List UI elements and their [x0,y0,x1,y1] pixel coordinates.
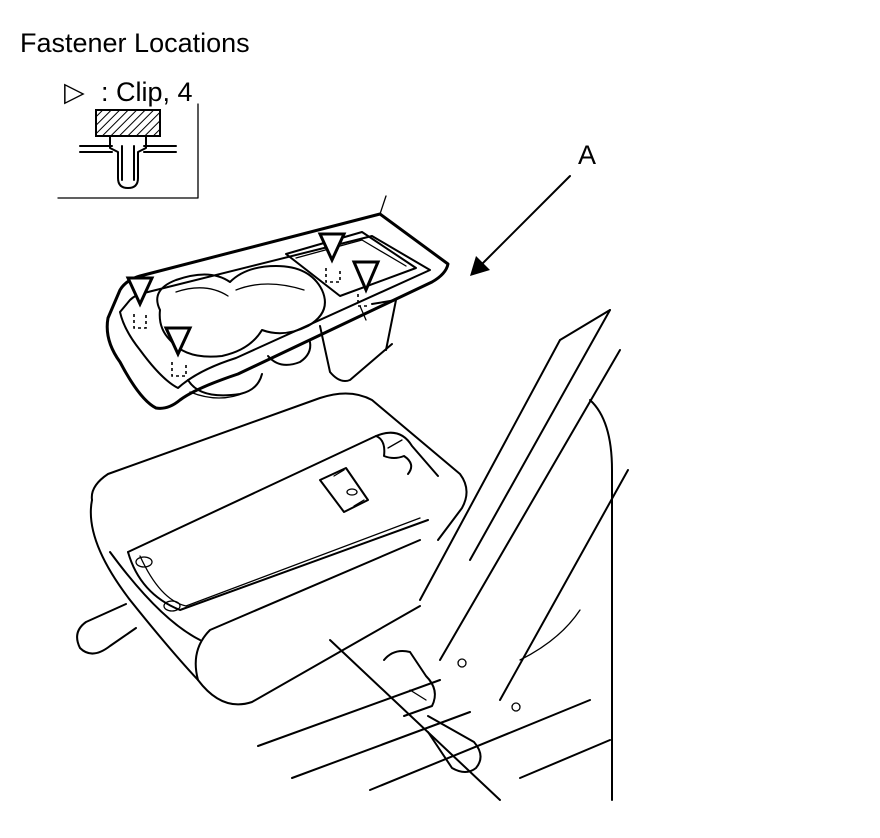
hook-slot [163,600,181,612]
callout-a-arrow [477,175,571,269]
legend: ▷ : Clip, 4 [57,77,199,199]
seat-side-panel [257,309,629,801]
latch-plate [319,467,369,513]
hook-slot [135,556,153,568]
arrow-head-icon [470,256,490,276]
callout-a-label: A [578,140,596,170]
triangle-right-icon: ▷ [64,77,85,107]
legend-label: : Clip, 4 [101,77,193,107]
cup-well [156,265,326,358]
legend-box-border [57,103,199,199]
tray-outline [105,212,450,410]
triangle-down-icon [163,326,193,358]
triangle-down-icon [317,232,347,264]
screw-hole [511,702,521,712]
triangle-down-icon [351,260,381,294]
armrest-console [76,392,482,773]
clip-markers [125,232,381,377]
cup-holder-tray [105,195,450,410]
page-title: Fastener Locations [20,28,250,58]
screw-hole [457,658,467,668]
callout-a: A [470,140,596,276]
triangle-down-icon [125,276,155,308]
clip-detail-illustration [79,109,177,189]
